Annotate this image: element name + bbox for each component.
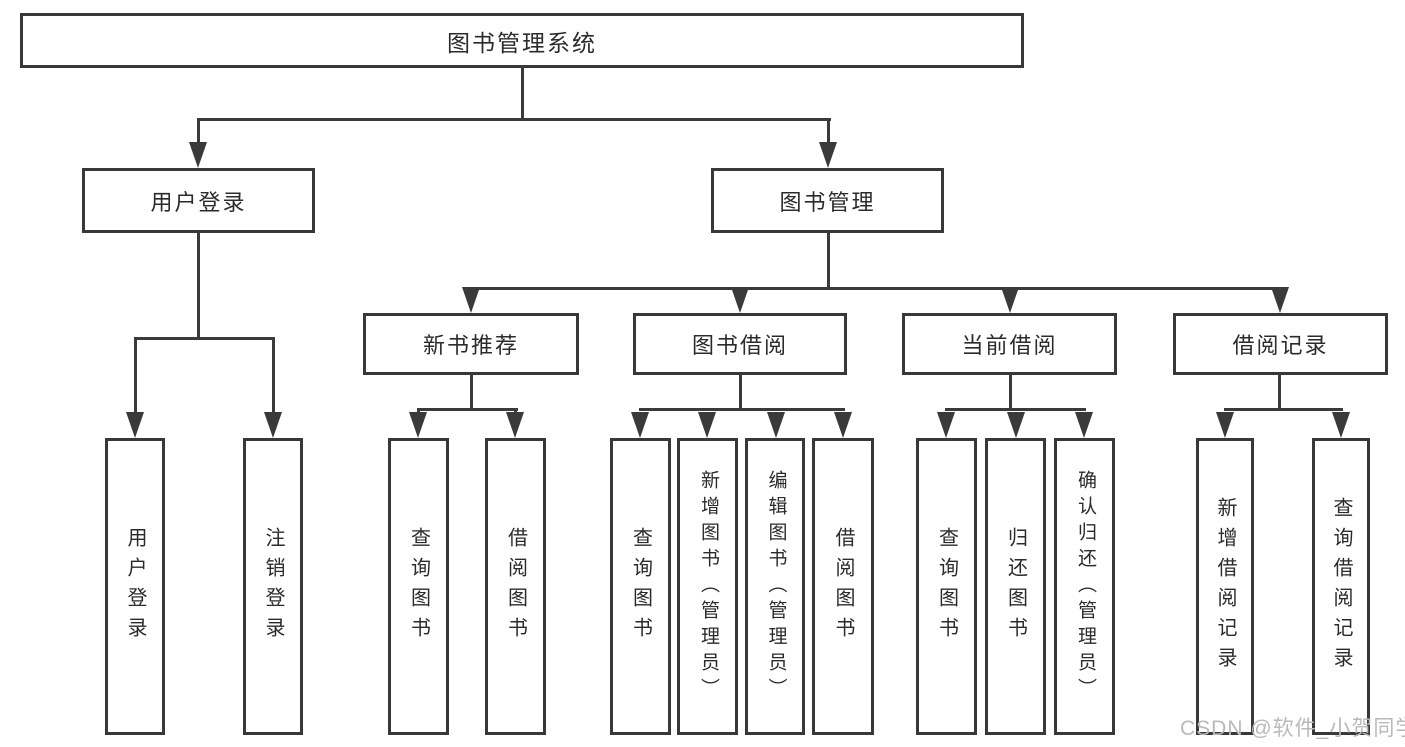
connector-current-bar <box>945 408 1086 411</box>
connector-leaf-login-drop <box>134 337 137 415</box>
leaf-confirm-return-admin-label: 确认归还（管理员） <box>1074 469 1096 704</box>
connector-book-mgmt-drop <box>827 118 830 150</box>
arrow-to-confirm-return <box>1075 412 1093 438</box>
connector-borrow-bar <box>639 408 845 411</box>
leaf-query-books-borrow-label: 查询图书 <box>629 526 652 647</box>
leaf-user-login: 用户登录 <box>105 438 165 735</box>
leaf-edit-book-admin-label: 编辑图书（管理员） <box>765 469 787 704</box>
leaf-add-borrow-record: 新增借阅记录 <box>1196 438 1254 735</box>
node-book-borrow: 图书借阅 <box>633 313 847 375</box>
arrow-to-borrow-books-b <box>834 412 852 438</box>
leaf-query-books-recommend: 查询图书 <box>388 438 449 735</box>
connector-book-mgmt-bar <box>470 287 1282 290</box>
leaf-query-books-recommend-label: 查询图书 <box>407 526 430 647</box>
node-user-login-label: 用户登录 <box>150 189 247 215</box>
arrow-to-query-books-b <box>631 412 649 438</box>
connector-borrow-stem <box>739 375 742 410</box>
node-book-management-label: 图书管理 <box>779 189 876 215</box>
leaf-add-borrow-record-label: 新增借阅记录 <box>1214 496 1236 677</box>
leaf-borrow-books-recommend: 借阅图书 <box>485 438 546 735</box>
leaf-logout-label: 注销登录 <box>262 526 284 647</box>
csdn-watermark: CSDN @软件_小贺同学 <box>1180 717 1405 740</box>
leaf-borrow-books-borrow-label: 借阅图书 <box>832 526 854 647</box>
arrow-to-borrow-records <box>1271 287 1289 313</box>
arrow-to-query-books-c <box>937 412 955 438</box>
connector-root-bar <box>197 118 831 121</box>
node-borrow-records-label: 借阅记录 <box>1232 333 1329 358</box>
arrow-to-query-record <box>1332 412 1350 438</box>
node-new-book-recommend-label: 新书推荐 <box>422 333 519 358</box>
arrow-to-leaf-login <box>126 412 144 438</box>
leaf-query-borrow-record: 查询借阅记录 <box>1312 438 1370 735</box>
arrow-to-return-book <box>1007 412 1025 438</box>
leaf-return-book: 归还图书 <box>985 438 1046 735</box>
arrow-to-book-borrow <box>731 287 749 313</box>
arrow-to-query-books-a <box>409 412 427 438</box>
leaf-confirm-return-admin: 确认归还（管理员） <box>1054 438 1115 735</box>
connector-recommend-bar <box>417 408 518 411</box>
leaf-add-book-admin-label: 新增图书（管理员） <box>697 469 719 704</box>
connector-book-mgmt-stem <box>827 233 830 289</box>
leaf-query-books-current: 查询图书 <box>916 438 977 735</box>
connector-root-stem <box>521 68 524 118</box>
leaf-query-borrow-record-label: 查询借阅记录 <box>1330 496 1352 677</box>
leaf-return-book-label: 归还图书 <box>1004 526 1027 647</box>
leaf-user-login-label: 用户登录 <box>124 526 146 647</box>
arrow-to-leaf-logout <box>264 412 282 438</box>
connector-recommend-stem <box>470 375 473 410</box>
connector-user-login-drop <box>197 118 200 150</box>
leaf-query-books-borrow: 查询图书 <box>610 438 671 735</box>
arrow-to-borrow-books-a <box>506 412 524 438</box>
node-borrow-records: 借阅记录 <box>1173 313 1388 375</box>
node-user-login: 用户登录 <box>82 168 315 233</box>
arrow-to-edit-book <box>767 412 785 438</box>
connector-records-stem <box>1278 375 1281 410</box>
node-library-system-label: 图书管理系统 <box>447 29 597 56</box>
node-current-borrow: 当前借阅 <box>902 313 1117 375</box>
leaf-query-books-current-label: 查询图书 <box>935 526 958 647</box>
connector-user-login-stem <box>197 233 200 337</box>
node-library-system: 图书管理系统 <box>20 13 1024 68</box>
connector-leaf-logout-drop <box>272 337 275 415</box>
arrow-to-new-recommend <box>462 287 480 313</box>
node-book-borrow-label: 图书借阅 <box>691 333 788 358</box>
arrow-to-current-borrow <box>1001 287 1019 313</box>
arrow-to-user-login <box>189 142 207 168</box>
leaf-borrow-books-recommend-label: 借阅图书 <box>504 526 527 647</box>
leaf-edit-book-admin: 编辑图书（管理员） <box>745 438 805 735</box>
node-current-borrow-label: 当前借阅 <box>961 333 1058 358</box>
connector-current-stem <box>1009 375 1012 410</box>
node-book-management: 图书管理 <box>711 168 944 233</box>
arrow-to-book-mgmt <box>819 142 837 168</box>
leaf-logout: 注销登录 <box>243 438 303 735</box>
node-new-book-recommend: 新书推荐 <box>363 313 579 375</box>
leaf-add-book-admin: 新增图书（管理员） <box>677 438 738 735</box>
connector-user-login-bar <box>134 337 275 340</box>
arrow-to-add-book <box>698 412 716 438</box>
connector-records-bar <box>1224 408 1343 411</box>
leaf-borrow-books-borrow: 借阅图书 <box>812 438 874 735</box>
arrow-to-add-record <box>1216 412 1234 438</box>
